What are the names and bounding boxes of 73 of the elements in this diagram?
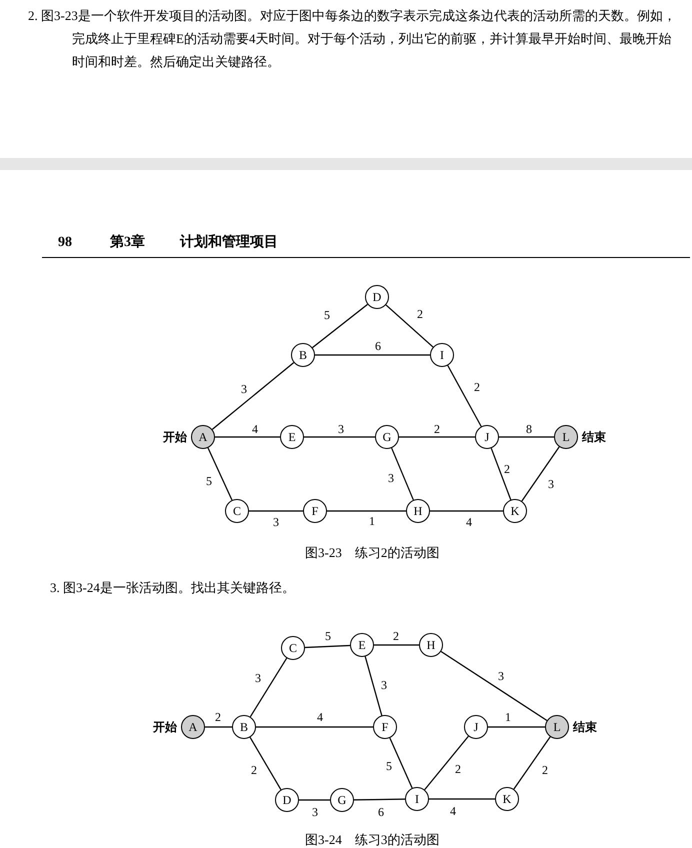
edge-label: 4 xyxy=(449,805,457,817)
edge-label: 3 xyxy=(380,679,388,691)
edge-label: 3 xyxy=(497,670,505,682)
edge-line xyxy=(490,448,512,500)
edge-label: 3 xyxy=(337,423,345,435)
edge-line xyxy=(513,736,551,790)
edge-line xyxy=(315,354,430,356)
page-number: 98 xyxy=(58,234,72,252)
edge-label: 2 xyxy=(250,764,258,776)
edge-label: 2 xyxy=(392,630,400,642)
edge-line xyxy=(256,726,373,728)
edge-line xyxy=(250,737,282,790)
edge-label: 1 xyxy=(368,515,376,527)
edge-label: 2 xyxy=(541,764,549,776)
edge-label: 2 xyxy=(473,381,481,393)
edge-line xyxy=(304,436,375,438)
edge-line xyxy=(389,738,413,788)
edge-line xyxy=(386,304,434,348)
edge-line xyxy=(440,651,548,721)
edge-label: 3 xyxy=(547,478,555,490)
edge-line xyxy=(249,510,303,512)
edge-label: 2 xyxy=(454,763,462,775)
edge-label: 1 xyxy=(504,711,512,723)
node-caption: 结束 xyxy=(582,429,606,445)
edge-label: 8 xyxy=(525,423,533,435)
edge-label: 5 xyxy=(323,309,331,321)
edge-line xyxy=(391,448,414,500)
edge-label: 3 xyxy=(311,806,319,818)
edge-line xyxy=(250,658,288,718)
edge-label: 3 xyxy=(240,383,248,395)
edge-line xyxy=(430,510,503,512)
chapter-number: 第3章 xyxy=(110,232,145,252)
node-caption: 开始 xyxy=(153,719,177,735)
edge-line xyxy=(327,510,406,512)
edge-line xyxy=(499,436,554,438)
figure-caption: 图3-24 练习3的活动图 xyxy=(305,831,440,848)
chapter-title: 计划和管理项目 xyxy=(180,233,278,252)
edge-label: 5 xyxy=(324,630,332,642)
edge-line xyxy=(212,362,294,430)
edge-label: 4 xyxy=(316,711,324,723)
edge-label: 4 xyxy=(251,423,259,435)
exercise-text: 2. 图3-23是一个软件开发项目的活动图。对应于图中每条边的数字表示完成这条边代表的活动所需的天数。例如，完成终止于里程碑E的活动需要4天时间。对于每个活动，列出它的前驱，并计算最早开始时间、最晚开始时间和时差。然后确定出关键路径。 xyxy=(28,7,677,71)
edge-line xyxy=(424,736,469,790)
edge-line xyxy=(312,304,368,348)
figure-caption: 图3-23 练习2的活动图 xyxy=(305,544,440,562)
node-caption: 结束 xyxy=(573,719,597,735)
exercise-text: 3. 图3-24是一张活动图。找出其关键路径。 xyxy=(50,579,295,597)
edge-label: 2 xyxy=(433,423,441,435)
edge-line xyxy=(215,436,280,438)
edge-label: 3 xyxy=(272,516,280,528)
edge-label: 2 xyxy=(416,308,424,320)
edge-line xyxy=(447,365,482,427)
edge-line xyxy=(399,436,475,438)
edge-label: 2 xyxy=(214,711,222,723)
edge-label: 5 xyxy=(205,475,213,487)
edge-label: 3 xyxy=(254,672,262,684)
edge-line xyxy=(364,656,382,716)
edge-line xyxy=(354,798,405,800)
edge-label: 2 xyxy=(503,463,511,475)
edge-line xyxy=(521,446,560,502)
edge-label: 6 xyxy=(374,340,382,352)
edge-line xyxy=(429,798,495,800)
edge-line xyxy=(205,726,232,728)
edge-line xyxy=(374,644,419,646)
edge-label: 3 xyxy=(387,472,395,484)
edge-line xyxy=(207,448,233,500)
edge-line xyxy=(488,726,545,728)
edge-line xyxy=(299,799,330,801)
edge-line xyxy=(304,644,350,648)
edge-label: 5 xyxy=(385,760,393,772)
edge-label: 4 xyxy=(465,516,473,528)
edge-label: 6 xyxy=(377,806,385,818)
node-caption: 开始 xyxy=(163,429,187,445)
